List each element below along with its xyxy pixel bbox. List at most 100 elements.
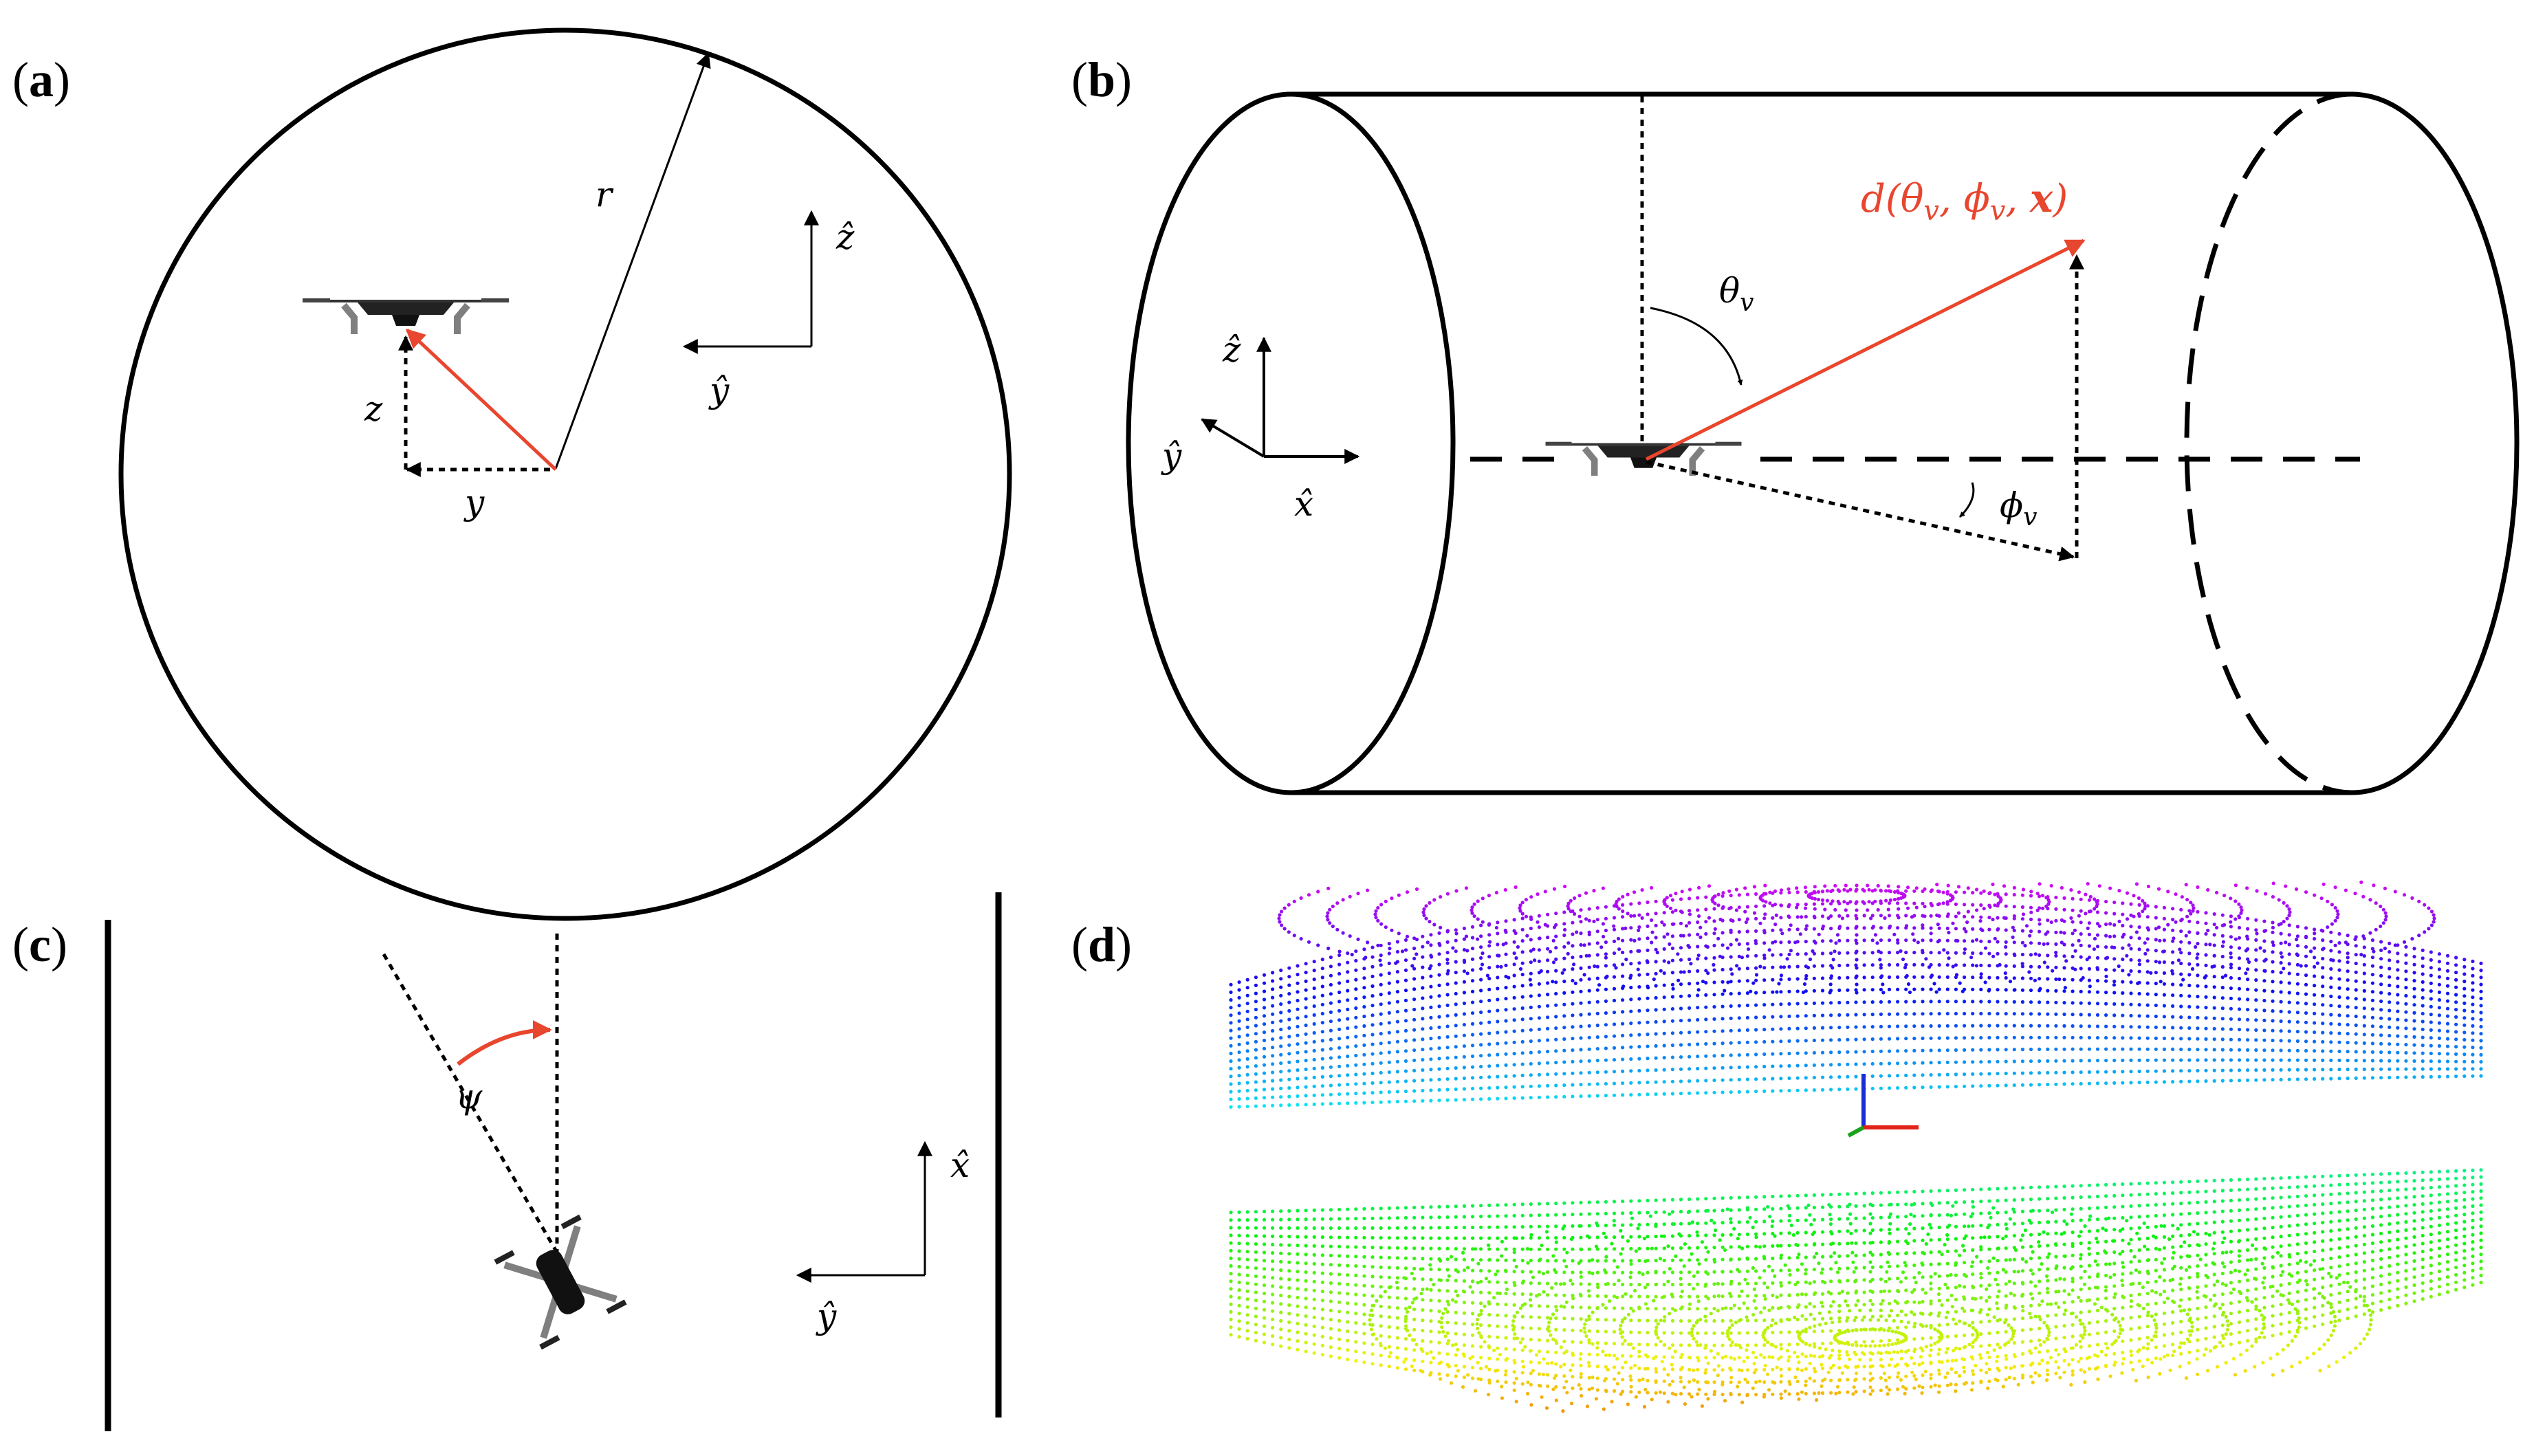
cloud-point bbox=[1887, 1074, 1892, 1078]
cloud-point bbox=[1820, 1267, 1825, 1271]
cloud-point bbox=[2112, 1013, 2117, 1017]
cloud-point bbox=[2004, 952, 2008, 956]
cloud-point bbox=[2379, 1266, 2383, 1270]
cloud-point bbox=[1479, 1258, 1483, 1262]
cloud-point bbox=[1370, 1081, 1375, 1085]
cloud-point bbox=[2421, 1257, 2425, 1261]
cloud-point bbox=[1354, 1006, 1358, 1011]
cloud-point bbox=[1887, 1363, 1892, 1367]
cloud-point bbox=[2196, 1068, 2200, 1073]
cloud-point bbox=[1470, 1323, 1475, 1327]
cloud-point bbox=[2346, 1068, 2350, 1072]
cloud-point bbox=[1445, 1098, 1450, 1102]
cloud-point bbox=[1354, 1101, 1358, 1105]
cloud-point bbox=[1887, 1049, 1892, 1053]
cloud-point bbox=[2129, 1182, 2133, 1186]
cloud-point bbox=[1963, 1200, 1967, 1204]
cloud-point bbox=[1421, 934, 1425, 938]
cloud-point bbox=[2471, 1211, 2475, 1215]
cloud-point bbox=[1504, 1258, 1508, 1262]
cloud-point bbox=[1687, 1091, 1692, 1095]
cloud-point bbox=[1612, 939, 1617, 943]
radius-label: r bbox=[596, 175, 614, 214]
cloud-point bbox=[2087, 967, 2091, 971]
cloud-point bbox=[1712, 1029, 1716, 1033]
cloud-point bbox=[2321, 1276, 2325, 1280]
cloud-point bbox=[2454, 1206, 2458, 1210]
cloud-point bbox=[1287, 992, 1291, 996]
cloud-point bbox=[1612, 1330, 1617, 1334]
cloud-point bbox=[1904, 1000, 1908, 1004]
cloud-point bbox=[2220, 1058, 2225, 1062]
cloud-point bbox=[1996, 1354, 2000, 1358]
cloud-point bbox=[2237, 1228, 2242, 1233]
cloud-point bbox=[2154, 1036, 2158, 1040]
cloud-point bbox=[2012, 1222, 2016, 1226]
cloud-point bbox=[1395, 1246, 1399, 1250]
cloud-point bbox=[1403, 938, 1408, 942]
cloud-point bbox=[2154, 1235, 2158, 1239]
cloud-point bbox=[1887, 951, 1892, 955]
cloud-point bbox=[2220, 1017, 2225, 1021]
cloud-point bbox=[1721, 1282, 1725, 1286]
cloud-point bbox=[1971, 1272, 1975, 1277]
cloud-point bbox=[1979, 1024, 1983, 1028]
cloud-point bbox=[1279, 968, 1283, 973]
cloud-point bbox=[2362, 971, 2366, 975]
cloud-point bbox=[1954, 1334, 1958, 1338]
cloud-point bbox=[1320, 975, 1324, 980]
cloud-point bbox=[1996, 1024, 2000, 1028]
cloud-point bbox=[1262, 1308, 1267, 1312]
cloud-point bbox=[1445, 1341, 1450, 1345]
cloud-point bbox=[2429, 1178, 2433, 1182]
cloud-point bbox=[1462, 1247, 1466, 1251]
cloud-point bbox=[1987, 940, 1991, 944]
cloud-point bbox=[2079, 1288, 2083, 1292]
cloud-point bbox=[1571, 1328, 1575, 1332]
cloud-point bbox=[1529, 1050, 1533, 1055]
cloud-point bbox=[1971, 1321, 1975, 1325]
cloud-point bbox=[2462, 1249, 2467, 1253]
cloud-point bbox=[2137, 991, 2141, 996]
cloud-point bbox=[1537, 1213, 1541, 1217]
cloud-point bbox=[1937, 1072, 1941, 1077]
cloud-point bbox=[1637, 1330, 1641, 1334]
cloud-point bbox=[1879, 963, 1883, 967]
cloud-point bbox=[2062, 896, 2066, 900]
cloud-point bbox=[2079, 1218, 2083, 1222]
cloud-point bbox=[2095, 1332, 2100, 1336]
cloud-point bbox=[1346, 1273, 1350, 1277]
cloud-point bbox=[1654, 1008, 1658, 1012]
cloud-point bbox=[1837, 1217, 1842, 1221]
cloud-point bbox=[1963, 1309, 1967, 1313]
cloud-point bbox=[2313, 927, 2317, 931]
cloud-point bbox=[2229, 1322, 2233, 1326]
cloud-point bbox=[2421, 1265, 2425, 1270]
cloud-point bbox=[1320, 1074, 1324, 1079]
cloud-point bbox=[2204, 1068, 2208, 1072]
cloud-point bbox=[1937, 1311, 1941, 1315]
cloud-point bbox=[1646, 1378, 1650, 1382]
cloud-point bbox=[1721, 1066, 1725, 1070]
cloud-point bbox=[1479, 989, 1483, 993]
cloud-point bbox=[1887, 1228, 1892, 1232]
cloud-point bbox=[2095, 933, 2100, 937]
cloud-point bbox=[1621, 927, 1625, 931]
cloud-point bbox=[1445, 1014, 1450, 1018]
cloud-point bbox=[1462, 1268, 1466, 1272]
cloud-point bbox=[1362, 1255, 1366, 1259]
cloud-point bbox=[1379, 1206, 1383, 1211]
cloud-point bbox=[1562, 1316, 1566, 1321]
cloud-point bbox=[1604, 1259, 1608, 1263]
cloud-point bbox=[1662, 1234, 1666, 1238]
cloud-point bbox=[2212, 912, 2216, 916]
cloud-point bbox=[1546, 936, 1550, 940]
cloud-point bbox=[2038, 1059, 2042, 1063]
cloud-point bbox=[1245, 1072, 1249, 1077]
cloud-point bbox=[1704, 931, 1708, 936]
cloud-point bbox=[1963, 903, 1967, 907]
cloud-point bbox=[1504, 1369, 1508, 1374]
cloud-point bbox=[1804, 1026, 1808, 1030]
cloud-point bbox=[1271, 1242, 1275, 1247]
cloud-point bbox=[2362, 1225, 2366, 1229]
